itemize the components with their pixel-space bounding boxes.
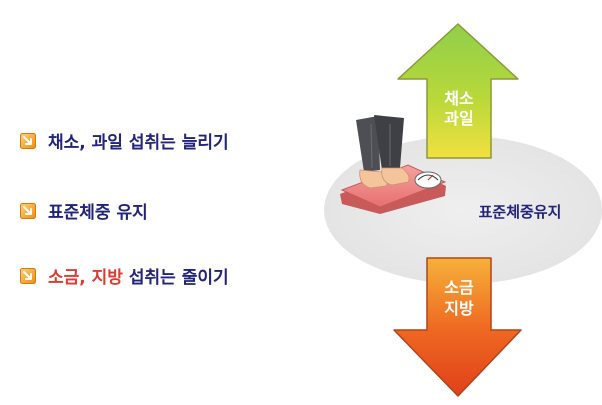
center-label: 표준체중유지 bbox=[479, 203, 562, 221]
bullet-text: 채소, 과일 섭취는 늘리기 bbox=[48, 133, 229, 153]
bullet-text-rest: 섭취는 줄이기 bbox=[122, 268, 229, 288]
bullet-text-highlight: 소금, 지방 bbox=[48, 268, 123, 288]
weight-balance-illustration: 채소 과일 소금 지방 표준체중유지 bbox=[324, 23, 602, 397]
orange-arrow-bullet-icon bbox=[20, 267, 36, 284]
down-arrow: 소금 지방 bbox=[393, 257, 522, 397]
down-arrow-label-1: 소금 bbox=[444, 278, 474, 297]
up-arrow: 채소 과일 bbox=[397, 23, 519, 159]
bullet-reduce-salt-fat: 소금, 지방 섭취는 줄이기 bbox=[20, 263, 229, 288]
bullet-increase-vegetables-fruit: 채소, 과일 섭취는 늘리기 bbox=[20, 128, 229, 153]
bullet-list: 채소, 과일 섭취는 늘리기 표준체중 유지 소금, 지방 섭취는 줄이기 bbox=[20, 0, 320, 405]
person-on-scale-icon bbox=[340, 115, 447, 214]
bullet-text: 표준체중 유지 bbox=[48, 203, 148, 223]
up-arrow-label-1: 채소 bbox=[444, 89, 474, 108]
bullet-maintain-weight: 표준체중 유지 bbox=[20, 198, 148, 223]
orange-arrow-bullet-icon bbox=[20, 132, 36, 149]
down-arrow-label-2: 지방 bbox=[444, 299, 474, 318]
orange-arrow-bullet-icon bbox=[20, 202, 36, 219]
up-arrow-label-2: 과일 bbox=[444, 109, 473, 128]
